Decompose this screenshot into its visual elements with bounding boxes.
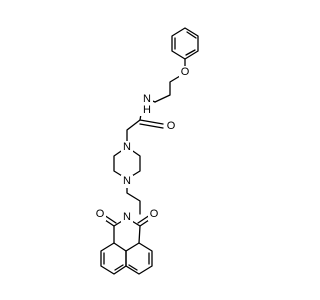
- imide-oxygen-left-label: O: [96, 208, 105, 220]
- bond-oxygen-ch2: [154, 75, 181, 103]
- bond-piperazine-ethyl: [126, 183, 141, 215]
- amide-hydrogen-label: H: [143, 104, 151, 116]
- bond-layer: [100, 27, 199, 275]
- imide-nitrogen-label: N: [123, 211, 131, 223]
- piperazine-nitrogen-bottom-label: N: [123, 175, 131, 187]
- naphthalene-right-double-bonds: [125, 250, 150, 271]
- atom-label-layer: O N H O N N N O O: [94, 66, 191, 224]
- molecule-canvas: O N H O N N N O O: [94, 27, 199, 275]
- imide-oxygen-right-label: O: [150, 208, 159, 220]
- piperazine-nitrogen-top-label: N: [123, 141, 131, 153]
- phenyl-double-bonds: [174, 31, 197, 56]
- naphthalene-left-double-bonds: [103, 252, 124, 271]
- phenyl-ring: [171, 27, 199, 60]
- naphthalene-right-ring: [125, 242, 153, 275]
- ether-oxygen-label: O: [181, 66, 190, 78]
- bond-carbonyl-ch2: [126, 119, 141, 143]
- amide-oxygen-label: O: [167, 120, 176, 132]
- bond-carbonyl-oxygen: [139, 119, 164, 129]
- amide-nitrogen-label: N: [143, 93, 151, 105]
- molecule-structure: O N H O N N N O O: [94, 27, 199, 275]
- naphthalene-left-ring: [100, 242, 127, 275]
